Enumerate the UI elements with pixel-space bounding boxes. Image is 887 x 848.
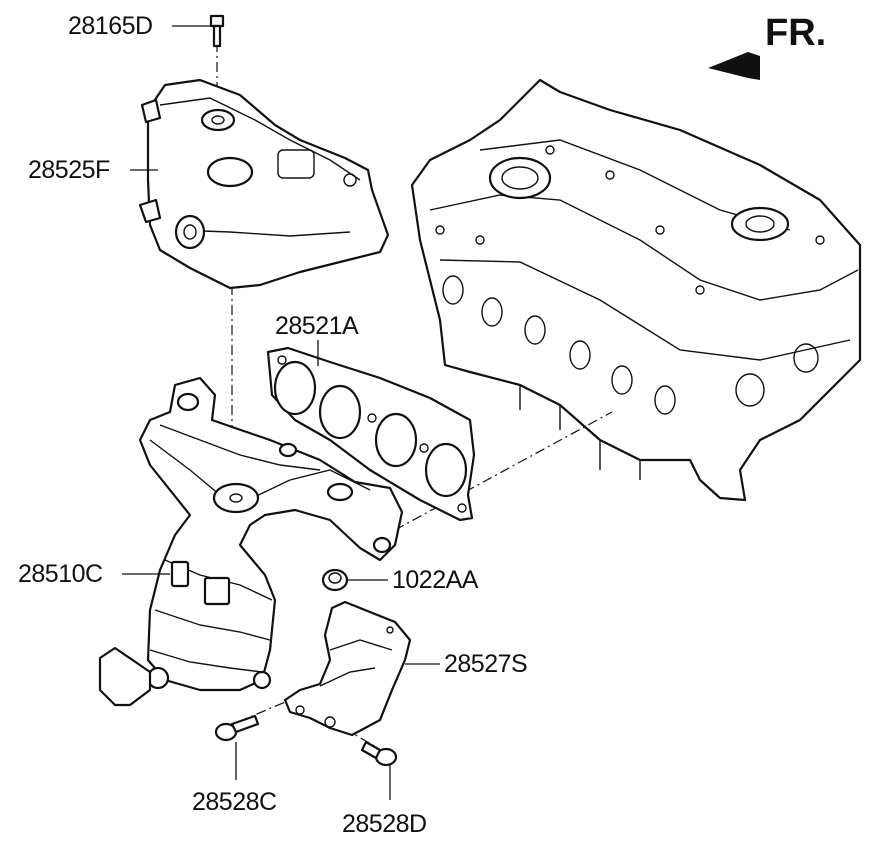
front-direction-label: FR. xyxy=(765,12,827,54)
bolt-right-icon xyxy=(360,740,398,767)
gasket-icon xyxy=(266,346,476,522)
nut-icon xyxy=(321,568,349,592)
heat-shield-upper-icon xyxy=(138,78,390,290)
part-label-28510C: 28510C xyxy=(18,560,103,588)
heat-shield-lower-icon xyxy=(283,600,412,737)
bolt-top-icon xyxy=(209,14,225,48)
front-arrow-icon xyxy=(708,52,760,80)
part-label-28528C: 28528C xyxy=(192,788,277,816)
part-label-28528D: 28528D xyxy=(342,810,427,838)
part-label-28521A: 28521A xyxy=(275,312,359,340)
bolt-left-icon xyxy=(214,714,260,742)
part-label-1022AA: 1022AA xyxy=(392,566,478,594)
manifold-converter-icon xyxy=(98,376,404,707)
part-label-28527S: 28527S xyxy=(444,650,528,678)
part-label-28165D: 28165D xyxy=(68,12,153,40)
part-label-28525F: 28525F xyxy=(28,156,110,184)
engine-cylinder-head xyxy=(410,78,862,502)
